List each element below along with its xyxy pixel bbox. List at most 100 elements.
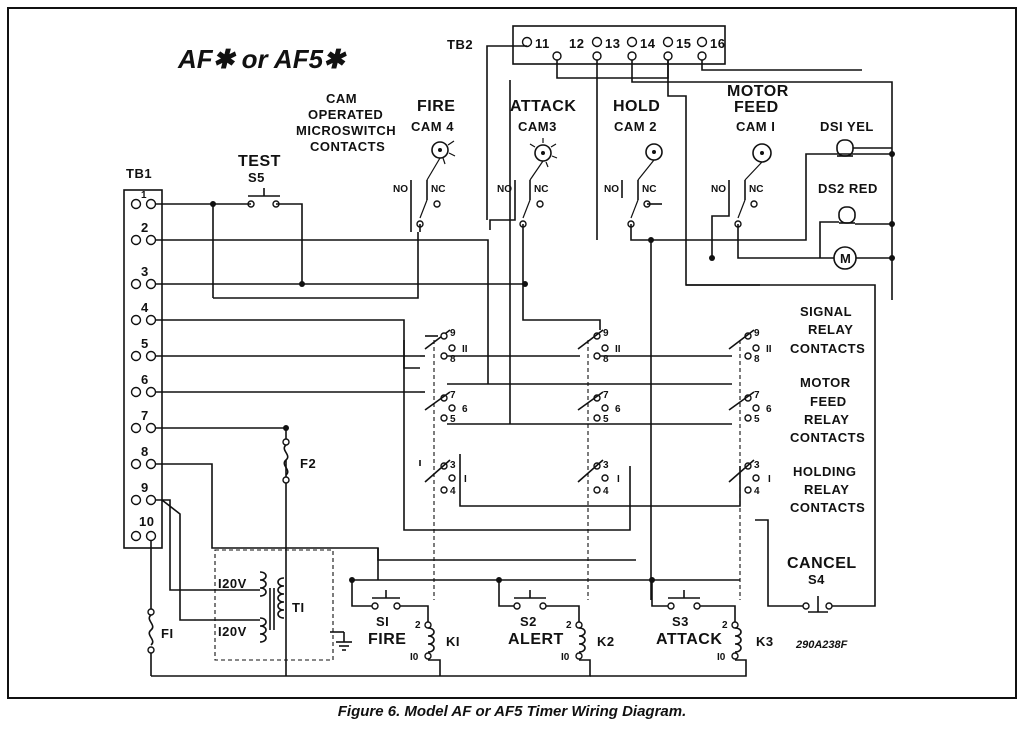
tb2-terminal-12-label: 12 — [569, 36, 584, 51]
svg-text:ATTACK: ATTACK — [510, 98, 576, 115]
tb1-terminal-1: 1 — [130, 190, 157, 210]
tb1-terminal-4: 4 — [130, 300, 157, 326]
svg-text:2: 2 — [566, 620, 572, 631]
tb1-terminal-7: 7 — [130, 408, 157, 434]
svg-text:6: 6 — [141, 372, 149, 387]
svg-text:CONTACTS: CONTACTS — [790, 430, 865, 445]
microswitch-motor-feed: NO NC — [711, 161, 763, 228]
tb2-terminal-11-bottom — [552, 51, 562, 61]
tb2-terminal-16-top — [696, 36, 708, 48]
svg-text:8: 8 — [603, 354, 609, 365]
svg-text:7: 7 — [141, 408, 149, 423]
svg-text:7: 7 — [754, 390, 760, 401]
coil-k2: 2 I0 K2 — [561, 620, 614, 663]
tb2-terminal-11-top — [521, 36, 533, 48]
svg-text:I: I — [464, 474, 467, 485]
switch-s3-attack: S3 ATTACK — [656, 590, 722, 648]
svg-text:RELAY: RELAY — [804, 412, 849, 427]
svg-text:NC: NC — [431, 184, 445, 195]
switch-s4-cancel: CANCEL S4 — [787, 555, 857, 613]
svg-text:MICROSWITCH: MICROSWITCH — [296, 123, 396, 138]
svg-text:6: 6 — [766, 404, 772, 415]
svg-text:FEED: FEED — [810, 394, 847, 409]
svg-text:3: 3 — [141, 264, 149, 279]
svg-text:CONTACTS: CONTACTS — [790, 341, 865, 356]
svg-text:I0: I0 — [561, 652, 570, 663]
wiring-lines — [150, 45, 895, 677]
svg-text:ALERT: ALERT — [508, 631, 564, 648]
svg-text:NC: NC — [749, 184, 763, 195]
svg-text:CAM 2: CAM 2 — [614, 119, 657, 134]
fuse-f2: F2 — [282, 438, 316, 484]
microswitch-fire: NO NC — [393, 157, 445, 228]
svg-text:FEED: FEED — [734, 99, 779, 116]
svg-text:FI: FI — [161, 626, 174, 641]
label-signal-relay-contacts: SIGNAL RELAY CONTACTS — [790, 304, 865, 356]
tb2-terminal-11-label: 11 — [535, 36, 550, 51]
svg-text:NO: NO — [711, 184, 726, 195]
test-label: TEST — [238, 153, 281, 170]
svg-text:5: 5 — [141, 336, 149, 351]
svg-text:RELAY: RELAY — [808, 322, 853, 337]
tb2-terminal-11: 11 — [521, 36, 562, 61]
svg-text:CONTACTS: CONTACTS — [310, 139, 385, 154]
tb2-terminal-16: 16 — [696, 36, 725, 61]
tb2-terminal-15: 15 — [662, 36, 691, 61]
svg-text:NC: NC — [534, 184, 548, 195]
microswitch-hold: NO NC — [604, 159, 656, 228]
svg-text:HOLD: HOLD — [613, 98, 660, 115]
tb2-terminal-14-label: 14 — [640, 36, 656, 51]
diagram-title: AF✱ or AF5✱ — [177, 44, 347, 74]
coil-k1: 2 I0 KI — [410, 620, 460, 663]
svg-text:F2: F2 — [300, 456, 316, 471]
tb1-label: TB1 — [126, 166, 152, 181]
svg-text:MOTOR: MOTOR — [800, 375, 851, 390]
svg-text:4: 4 — [754, 486, 760, 497]
svg-text:2: 2 — [141, 220, 149, 235]
tb2-block — [512, 25, 726, 65]
lamp-ds2-red: DS2 RED — [818, 181, 878, 224]
svg-text:NO: NO — [497, 184, 512, 195]
svg-text:DSI YEL: DSI YEL — [820, 119, 874, 134]
cam-motor-feed: MOTOR FEED CAM I — [727, 83, 788, 163]
coil-k3: 2 I0 K3 — [717, 620, 773, 663]
svg-text:DS2 RED: DS2 RED — [818, 181, 878, 196]
tb2-terminal-16-label: 16 — [710, 36, 725, 51]
svg-text:ATTACK: ATTACK — [656, 631, 722, 648]
svg-text:CANCEL: CANCEL — [787, 555, 857, 572]
svg-text:S3: S3 — [672, 614, 689, 629]
tb1-terminal-8: 8 — [130, 444, 157, 470]
svg-text:KI: KI — [446, 634, 460, 649]
svg-text:5: 5 — [603, 414, 609, 425]
tb2-terminal-15-label: 15 — [676, 36, 691, 51]
svg-text:8: 8 — [450, 354, 456, 365]
svg-text:II: II — [766, 344, 772, 355]
svg-text:TI: TI — [292, 600, 305, 615]
svg-text:S2: S2 — [520, 614, 537, 629]
switch-s2-alert: S2 ALERT — [508, 590, 564, 648]
tb1-terminals: 1 2 3 4 5 6 7 8 9 10 — [130, 190, 157, 542]
svg-text:1: 1 — [141, 190, 147, 201]
svg-text:4: 4 — [141, 300, 149, 315]
switch-s1-fire: SI FIRE — [368, 590, 406, 648]
cam-header: CAM OPERATED MICROSWITCH CONTACTS — [296, 91, 396, 154]
svg-text:3: 3 — [450, 460, 456, 471]
tb1-terminal-6: 6 — [130, 372, 157, 398]
svg-text:6: 6 — [462, 404, 468, 415]
svg-text:9: 9 — [450, 328, 456, 339]
svg-text:9: 9 — [754, 328, 760, 339]
tb1-terminal-10: 10 — [130, 514, 157, 542]
cam-attack: ATTACK CAM3 — [510, 98, 576, 168]
svg-text:5: 5 — [450, 414, 456, 425]
relay-contacts-k3: 9 8 II 7 5 6 3 4 I — [728, 328, 772, 600]
relay-row-wiring — [403, 340, 741, 507]
svg-text:I0: I0 — [410, 652, 419, 663]
relay-contacts-k1: 9 8 II 7 5 6 3 4 I — [424, 328, 468, 600]
svg-text:NC: NC — [642, 184, 656, 195]
tb2-terminal-15-bottom — [663, 51, 673, 61]
tb1-block — [123, 189, 163, 549]
tb1-terminal-9: 9 — [130, 480, 157, 506]
svg-text:7: 7 — [450, 390, 456, 401]
